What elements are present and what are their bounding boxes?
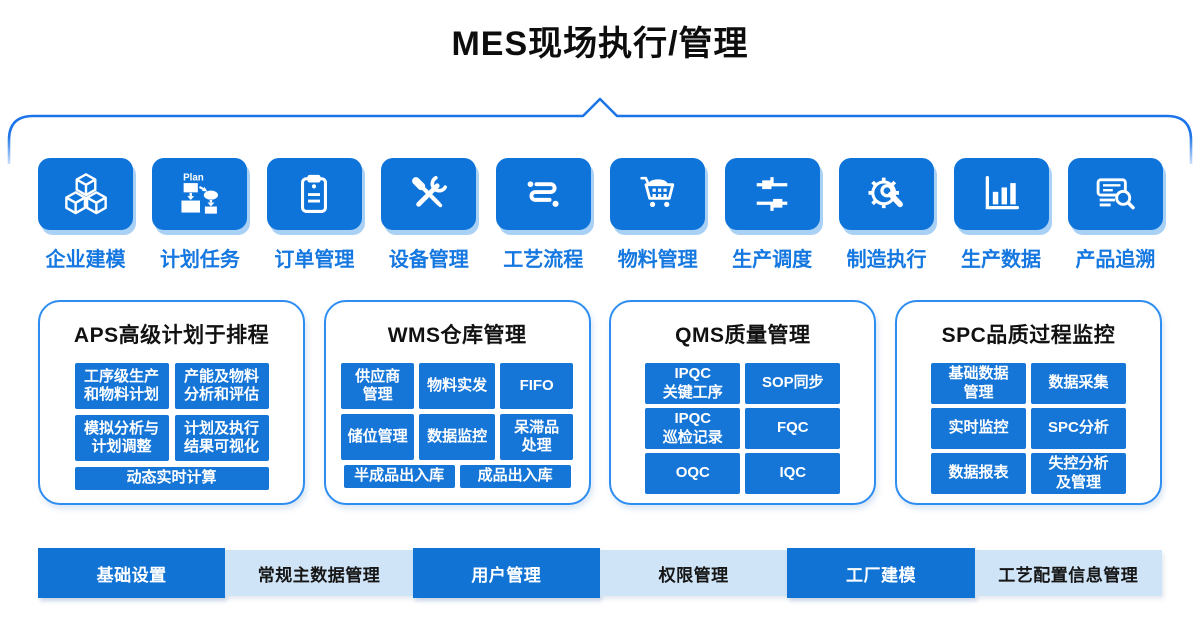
tile-button <box>495 158 591 230</box>
tile-label: 产品追溯 <box>1075 249 1156 271</box>
module-title: QMS质量管理 <box>675 324 811 347</box>
module-cell: OQC <box>645 453 741 494</box>
tile-equipment-management: 设备管理 <box>381 158 477 272</box>
svg-text:Plan: Plan <box>183 172 204 183</box>
module-cell: IQC <box>745 453 841 494</box>
tile-plan-tasks: Plan 计划任务 <box>152 158 248 272</box>
module-cell: IPQC 巡检记录 <box>645 408 741 449</box>
module-cell: 基础数据 管理 <box>930 363 1026 404</box>
tile-button <box>38 158 133 230</box>
search-document-icon <box>1097 178 1136 210</box>
tile-label: 物料管理 <box>617 249 698 271</box>
module-qms: QMS质量管理 IPQC 关键工序 SOP同步 IPQC 巡检记录 FQC OQ… <box>609 300 877 505</box>
module-cell: FIFO <box>500 363 574 409</box>
module-title: APS高级计划于排程 <box>73 324 270 347</box>
foundation-bar: 基础设置 常规主数据管理 用户管理 权限管理 工厂建模 工艺配置信息管理 <box>38 548 1162 598</box>
module-wms: WMS仓库管理 供应商 管理 物料实发 FIFO 储位管理 数据监控 呆滞品 处… <box>323 300 591 505</box>
module-cell: 失控分析 及管理 <box>1030 453 1126 494</box>
module-cell: SOP同步 <box>745 363 841 404</box>
cubes-icon <box>64 173 107 215</box>
tile-button <box>724 158 820 230</box>
module-cell: 数据报表 <box>930 453 1026 494</box>
clipboard-icon <box>301 174 328 213</box>
tile-order-management: 订单管理 <box>266 158 362 272</box>
tile-material-management: 物料管理 <box>610 158 706 272</box>
page-title: MES现场执行/管理 <box>451 25 749 63</box>
tile-button <box>381 158 477 230</box>
tile-label: 制造执行 <box>846 249 927 271</box>
module-cells-bottom: 半成品出入库 成品出入库 <box>343 465 571 488</box>
tile-product-traceability: 产品追溯 <box>1067 158 1163 272</box>
function-tile-row: 企业建模 Plan 计划任务 <box>38 158 1163 272</box>
module-cells: 工序级生产 和物料计划 产能及物料 分析和评估 模拟分析与 计划调整 计划及执行… <box>40 363 303 490</box>
segment-permission-management: 权限管理 <box>599 550 788 596</box>
module-cell: IPQC 关键工序 <box>645 363 741 404</box>
tile-enterprise-modeling: 企业建模 <box>38 158 133 272</box>
module-row: APS高级计划于排程 工序级生产 和物料计划 产能及物料 分析和评估 模拟分析与… <box>38 300 1162 505</box>
tile-production-data: 生产数据 <box>953 158 1049 272</box>
tile-button <box>1067 158 1163 230</box>
plan-flowchart-icon: Plan <box>181 172 218 214</box>
tile-label: 生产调度 <box>732 249 813 271</box>
segment-basic-settings: 基础设置 <box>38 548 226 598</box>
process-flow-icon <box>527 181 559 207</box>
tile-button <box>839 158 935 230</box>
module-cell: 模拟分析与 计划调整 <box>74 415 169 461</box>
module-cells: 基础数据 管理 数据采集 实时监控 SPC分析 数据报表 失控分析 及管理 <box>897 363 1160 494</box>
tile-label: 生产数据 <box>961 249 1041 271</box>
module-cell: 工序级生产 和物料计划 <box>74 363 169 409</box>
module-cell: 成品出入库 <box>459 465 571 488</box>
module-cell: FQC <box>745 408 841 449</box>
segment-process-config-info: 工艺配置信息管理 <box>974 550 1162 596</box>
module-cell: SPC分析 <box>1030 408 1126 449</box>
module-cell: 半成品出入库 <box>343 465 455 488</box>
tile-label: 工艺流程 <box>503 249 584 271</box>
module-cell: 物料实发 <box>419 363 496 409</box>
module-aps: APS高级计划于排程 工序级生产 和物料计划 产能及物料 分析和评估 模拟分析与… <box>38 300 305 505</box>
module-cell: 供应商 管理 <box>341 363 415 409</box>
module-cells: 供应商 管理 物料实发 FIFO 储位管理 数据监控 呆滞品 处理 <box>326 363 589 460</box>
tile-label: 计划任务 <box>159 249 240 271</box>
module-cell: 实时监控 <box>930 408 1026 449</box>
tile-button: Plan <box>152 158 248 230</box>
module-cell: 数据监控 <box>419 414 496 460</box>
module-title: SPC品质过程监控 <box>941 324 1116 347</box>
tile-label: 订单管理 <box>274 249 355 271</box>
module-cell: 储位管理 <box>341 414 415 460</box>
module-spc: SPC品质过程监控 基础数据 管理 数据采集 实时监控 SPC分析 数据报表 失… <box>894 300 1162 505</box>
tools-icon <box>411 176 447 208</box>
module-cell: 呆滞品 处理 <box>500 414 574 460</box>
module-cell: 动态实时计算 <box>74 467 269 490</box>
tile-label: 企业建模 <box>45 249 126 271</box>
module-title: WMS仓库管理 <box>387 324 527 347</box>
tile-button <box>266 158 362 230</box>
gear-wrench-icon <box>868 177 903 209</box>
module-cell: 数据采集 <box>1030 363 1126 404</box>
tile-manufacturing-execution: 制造执行 <box>839 158 935 272</box>
cart-icon <box>640 176 674 207</box>
tile-button <box>610 158 706 230</box>
tile-label: 设备管理 <box>388 249 469 271</box>
tile-production-scheduling: 生产调度 <box>724 158 820 272</box>
tile-button <box>953 158 1049 230</box>
module-cell: 产能及物料 分析和评估 <box>174 363 269 409</box>
bar-chart-icon <box>985 176 1019 210</box>
segment-master-data: 常规主数据管理 <box>225 550 413 596</box>
tile-process-flow: 工艺流程 <box>495 158 591 272</box>
segment-user-management: 用户管理 <box>412 548 600 598</box>
module-cell: 计划及执行 结果可视化 <box>174 415 269 461</box>
segment-factory-modeling: 工厂建模 <box>787 548 975 598</box>
sliders-icon <box>756 177 788 211</box>
module-cells: IPQC 关键工序 SOP同步 IPQC 巡检记录 FQC OQC IQC <box>611 363 874 494</box>
